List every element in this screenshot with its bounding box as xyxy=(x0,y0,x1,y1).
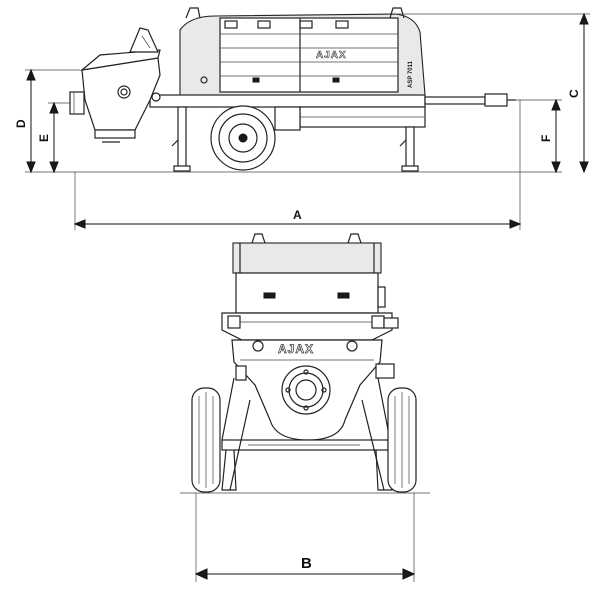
latch-right xyxy=(332,77,340,83)
outlet-bore xyxy=(295,379,317,401)
front-chassis-band xyxy=(221,312,393,341)
front-housing-top xyxy=(232,242,382,274)
hopper-lid xyxy=(79,49,161,71)
axle-box xyxy=(274,106,301,131)
hopper-gauge xyxy=(117,85,131,99)
front-dimensions: B xyxy=(194,493,416,582)
brand-logo-side: AJAX xyxy=(316,50,347,61)
wheel-hub xyxy=(238,133,248,143)
chassis-frame xyxy=(149,94,426,108)
side-view: AJAX ASP 7011 xyxy=(25,7,530,173)
front-view: AJAX xyxy=(180,233,430,494)
tow-bar xyxy=(424,96,486,105)
latch-left xyxy=(252,77,260,83)
model-label: ASP 7011 xyxy=(408,60,414,88)
dimension-b-label: B xyxy=(301,555,312,572)
dimension-a-label: A xyxy=(293,208,302,222)
rear-support-leg xyxy=(399,126,419,172)
front-support-leg xyxy=(171,106,191,172)
hopper-flap xyxy=(129,27,159,53)
dimension-f-label: F xyxy=(539,135,553,142)
brand-logo-front: AJAX xyxy=(278,342,314,356)
lifting-eye-right xyxy=(389,7,405,19)
pump-outlet xyxy=(69,91,85,115)
dimension-e-label: E xyxy=(37,134,51,142)
side-dimensions: A C F D E xyxy=(14,12,590,230)
lifting-eye-left xyxy=(185,7,201,19)
tow-coupling xyxy=(484,93,508,107)
front-latch-left xyxy=(263,292,276,299)
front-housing-body xyxy=(235,272,379,314)
louver-panel xyxy=(219,17,399,93)
dimension-c-label: C xyxy=(567,89,581,98)
front-leg-left xyxy=(221,449,237,491)
dimension-d-label: D xyxy=(14,119,28,128)
front-latch-right xyxy=(337,292,350,299)
